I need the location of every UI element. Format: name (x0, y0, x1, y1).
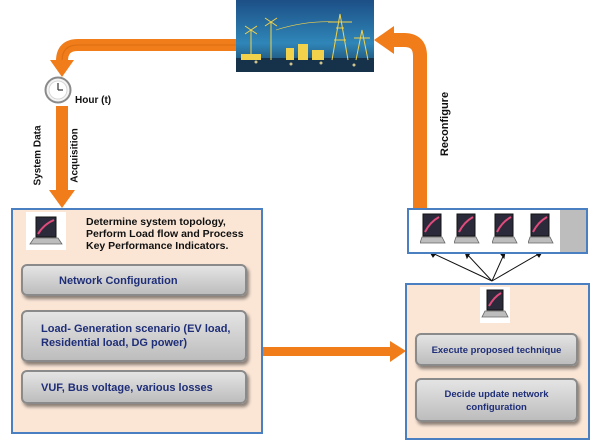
laptop-icon (454, 213, 480, 244)
box-line: configuration (466, 402, 527, 413)
laptop-icon (26, 212, 66, 250)
acquisition-label: Acquisition (69, 128, 81, 183)
reconfigure-arrow (392, 33, 427, 211)
system-data-label: System Data (32, 125, 44, 186)
laptop-strip-gray-end (560, 210, 586, 252)
main-to-right-arrowhead (390, 341, 406, 362)
box-line: VUF, Bus voltage, various losses (41, 382, 213, 394)
laptop-icon (528, 213, 554, 244)
execute-technique-box: Execute proposed technique (415, 333, 578, 366)
grid-to-clock-arrow (56, 39, 236, 64)
clock-arrowhead (50, 60, 74, 77)
box-line: Load- Generation scenario (EV load, (41, 323, 231, 335)
load-generation-box: Load- Generation scenario (EV load, Resi… (21, 310, 247, 362)
box-line: Network Configuration (59, 275, 178, 287)
fan-arrows (429, 251, 543, 282)
main-panel-heading: Determine system topology, Perform Load … (86, 216, 258, 252)
vuf-voltage-losses-box: VUF, Bus voltage, various losses (21, 370, 247, 404)
box-line: Execute proposed technique (431, 345, 562, 356)
power-grid-image (236, 0, 374, 72)
clock-label: Hour (t) (75, 95, 112, 106)
acquisition-arrow-shaft (56, 106, 68, 192)
reconfigure-label: Reconfigure (439, 91, 451, 157)
network-configuration-box: Network Configuration (21, 264, 247, 296)
clock-icon (44, 76, 72, 104)
box-line: Residential load, DG power) (41, 337, 188, 349)
heading-line: Perform Load flow and Process (86, 228, 244, 240)
decide-update-box: Decide update network configuration (415, 378, 578, 422)
laptop-icon (492, 213, 518, 244)
box-line: Decide update network (444, 389, 549, 400)
acquisition-arrowhead (49, 190, 75, 208)
laptop-icon (480, 287, 510, 323)
main-to-right-arrow-shaft (262, 347, 392, 356)
heading-line: Determine system topology, (86, 216, 226, 228)
reconfigure-arrowhead (374, 26, 394, 54)
laptop-icon (420, 213, 446, 244)
heading-line: Key Performance Indicators. (86, 240, 229, 252)
